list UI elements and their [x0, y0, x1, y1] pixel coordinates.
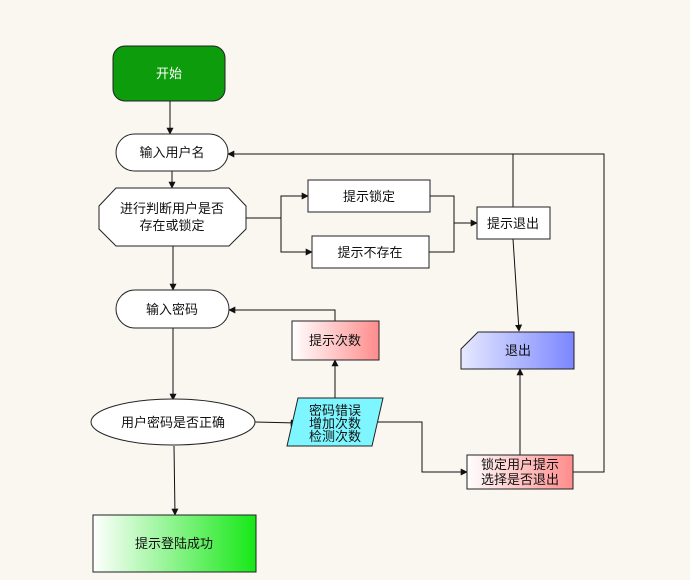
node-input-username-label: 输入用户名 — [139, 145, 204, 161]
node-check-password: 用户密码是否正确 — [90, 398, 256, 446]
edge-check-to-not-exist — [280, 218, 313, 256]
node-start: 开始 — [112, 45, 226, 102]
node-lock-user-label-line1: 锁定用户提示 — [481, 457, 559, 473]
edge-not-exist-to-notify-exit — [429, 223, 455, 253]
node-notify-count: 提示次数 — [291, 320, 380, 361]
node-check-user: 进行判断用户是否 存在或锁定 — [98, 187, 247, 247]
node-notify-locked: 提示锁定 — [307, 179, 431, 213]
node-input-password-label: 输入密码 — [146, 302, 198, 318]
node-password-error-label-line1: 密码错误 — [309, 403, 361, 419]
edge-locked-to-notify-exit — [430, 195, 478, 227]
node-input-username: 输入用户名 — [115, 133, 229, 172]
edges — [166, 101, 605, 516]
node-password-error-label-line3: 检测次数 — [309, 429, 361, 445]
node-password-error-label-line2: 增加次数 — [309, 416, 361, 432]
node-notify-exit: 提示退出 — [476, 206, 551, 240]
node-notify-locked-label: 提示锁定 — [343, 189, 395, 205]
edge-notify-exit-to-exit — [512, 238, 523, 332]
node-password-error: 密码错误 增加次数 检测次数 — [286, 397, 384, 447]
node-notify-not-exist: 提示不存在 — [311, 235, 430, 269]
node-login-success: 提示登陆成功 — [92, 514, 257, 573]
node-exit: 退出 — [460, 331, 575, 370]
node-check-user-label-line2: 存在或锁定 — [139, 218, 204, 234]
edge-error-to-lock-user — [376, 421, 468, 476]
edge-check-password-to-success — [171, 445, 179, 516]
node-exit-label: 退出 — [505, 344, 531, 359]
node-input-password: 输入密码 — [115, 289, 230, 329]
node-start-label: 开始 — [156, 67, 182, 82]
node-notify-count-label: 提示次数 — [309, 333, 361, 349]
edge-notify-count-to-password — [228, 306, 336, 321]
node-notify-not-exist-label: 提示不存在 — [337, 245, 402, 261]
node-check-password-label: 用户密码是否正确 — [121, 415, 225, 431]
edge-check-password-to-error — [254, 419, 298, 427]
edge-lock-user-back-to-username — [513, 153, 605, 473]
edge-check-to-locked — [246, 192, 309, 219]
node-notify-exit-label: 提示退出 — [487, 216, 539, 232]
node-check-user-label-line1: 进行判断用户是否 — [120, 201, 224, 217]
node-login-success-label: 提示登陆成功 — [135, 536, 213, 552]
node-lock-user: 锁定用户提示 选择是否退出 — [466, 454, 574, 490]
node-lock-user-label-line2: 选择是否退出 — [481, 473, 559, 488]
